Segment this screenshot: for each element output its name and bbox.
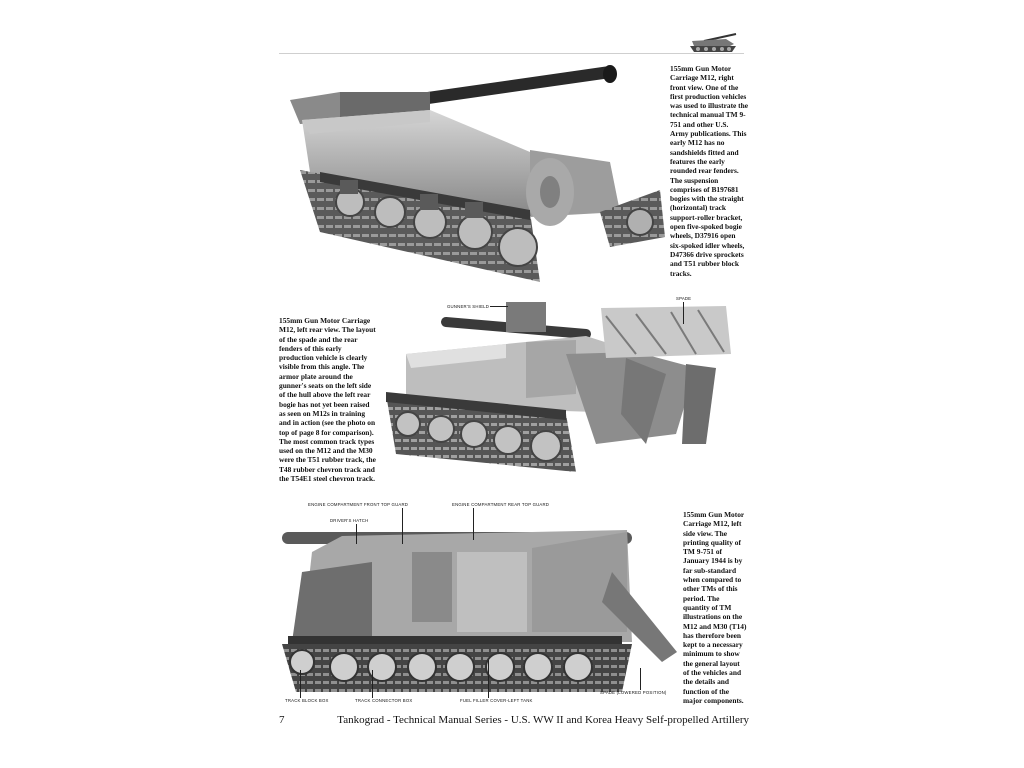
label-spade-lowered: SPADE (LOWERED POSITION) xyxy=(600,690,667,695)
label-track-connector-box: TRACK CONNECTOR BOX xyxy=(355,698,413,703)
leader-spade xyxy=(683,302,684,324)
label-drivers-hatch: DRIVER'S HATCH xyxy=(330,518,369,523)
label-engine-front: ENGINE COMPARTMENT FRONT TOP GUARD xyxy=(308,502,409,507)
leader-fuel-filler xyxy=(488,660,489,698)
label-track-block-box: TRACK BLOCK BOX xyxy=(285,698,329,703)
photo-left-rear-view xyxy=(386,302,731,472)
caption-right-front-view: 155mm Gun Motor Carriage M12, right fron… xyxy=(670,64,749,278)
leader-track-connector-box xyxy=(372,670,373,698)
caption-left-rear-view: 155mm Gun Motor Carriage M12, left rear … xyxy=(279,316,376,484)
page-number: 7 xyxy=(279,714,285,726)
page-footer: 7 Tankograd - Technical Manual Series - … xyxy=(279,714,749,728)
label-gunners-shield: GUNNER'S SHIELD xyxy=(447,304,490,309)
running-title: Tankograd - Technical Manual Series - U.… xyxy=(337,714,749,726)
leader-engine-rear xyxy=(473,508,474,540)
leader-drivers-hatch xyxy=(356,524,357,544)
label-fuel-filler: FUEL FILLER COVER-LEFT TANK xyxy=(460,698,533,703)
label-engine-rear: ENGINE COMPARTMENT REAR TOP GUARD xyxy=(452,502,550,507)
photo-right-front-view xyxy=(290,65,665,282)
photo-left-side-view xyxy=(282,530,677,692)
label-spade: SPADE xyxy=(676,296,692,301)
leader-gunners-shield xyxy=(490,306,508,307)
leader-track-block-box xyxy=(300,670,301,698)
leader-engine-front xyxy=(402,508,403,544)
tank-thumbnail-icon xyxy=(690,33,737,52)
caption-left-side-view: 155mm Gun Motor Carriage M12, left side … xyxy=(683,510,747,705)
leader-spade-lowered xyxy=(640,668,641,690)
header-rule xyxy=(279,53,744,54)
